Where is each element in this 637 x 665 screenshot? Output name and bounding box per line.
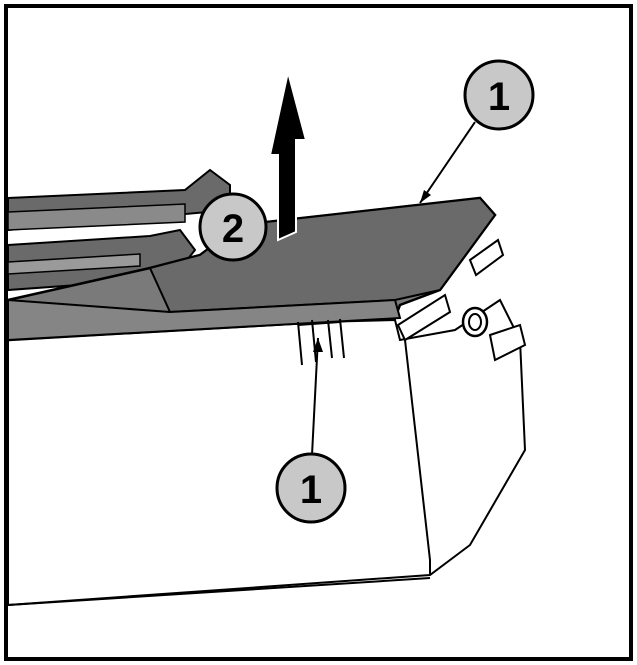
leader-line-bottom — [311, 337, 319, 456]
latch-tab-bridge — [297, 321, 341, 326]
appliance-body — [7, 298, 527, 607]
callout-bottom-label: 1 — [300, 468, 322, 512]
latch-tab — [297, 318, 345, 366]
body-base-line — [7, 577, 431, 606]
callout-top-right-label: 1 — [488, 75, 510, 119]
rail-top-face — [7, 203, 186, 231]
callout-middle: 2 — [198, 192, 268, 262]
leader-line-top — [419, 121, 476, 204]
cover-front-edge — [7, 298, 402, 342]
leader-arrowhead-top — [420, 190, 431, 203]
callout-middle-label: 2 — [222, 207, 244, 251]
rail-lower-strip — [7, 253, 141, 275]
side-clip-upper — [468, 238, 505, 277]
body-side-edge — [404, 339, 431, 575]
side-clip-lower — [396, 293, 452, 342]
body-side-step — [488, 323, 527, 362]
screw-inner — [468, 313, 482, 331]
callout-top-right: 1 — [463, 59, 535, 131]
callout-bottom: 1 — [275, 452, 347, 524]
lift-arrow — [268, 71, 308, 242]
leader-arrowhead-bottom — [313, 338, 323, 352]
